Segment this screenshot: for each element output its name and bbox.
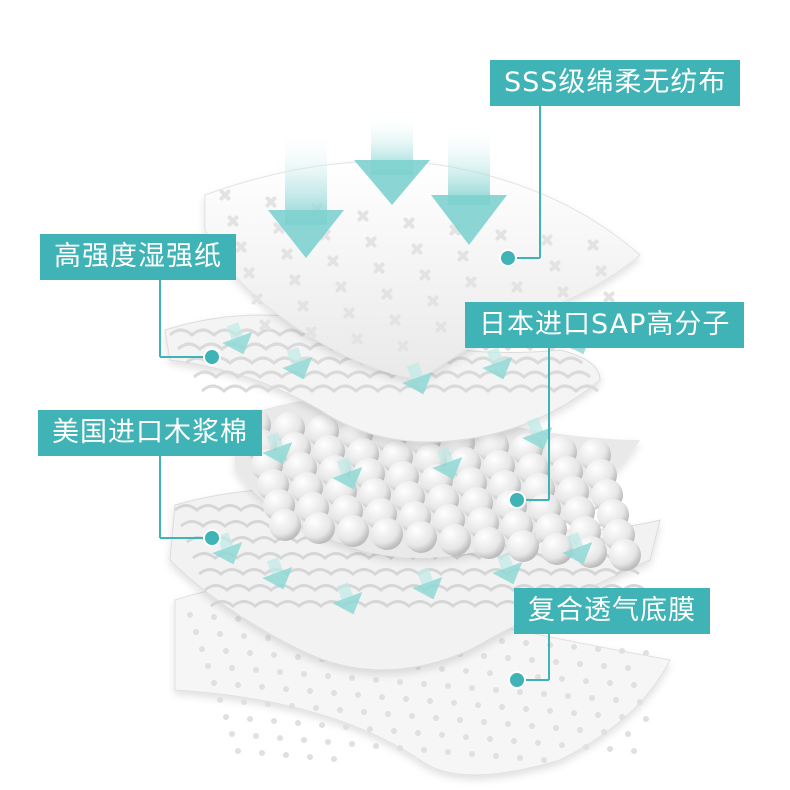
- label-wood-pulp: 美国进口木浆棉: [38, 410, 262, 456]
- label-breathable-film: 复合透气底膜: [514, 588, 710, 634]
- label-sap-polymer: 日本进口SAP高分子: [465, 302, 744, 348]
- label-sss-nonwoven: SSS级绵柔无纺布: [490, 60, 740, 106]
- label-wet-strength-paper: 高强度湿强纸: [40, 234, 236, 280]
